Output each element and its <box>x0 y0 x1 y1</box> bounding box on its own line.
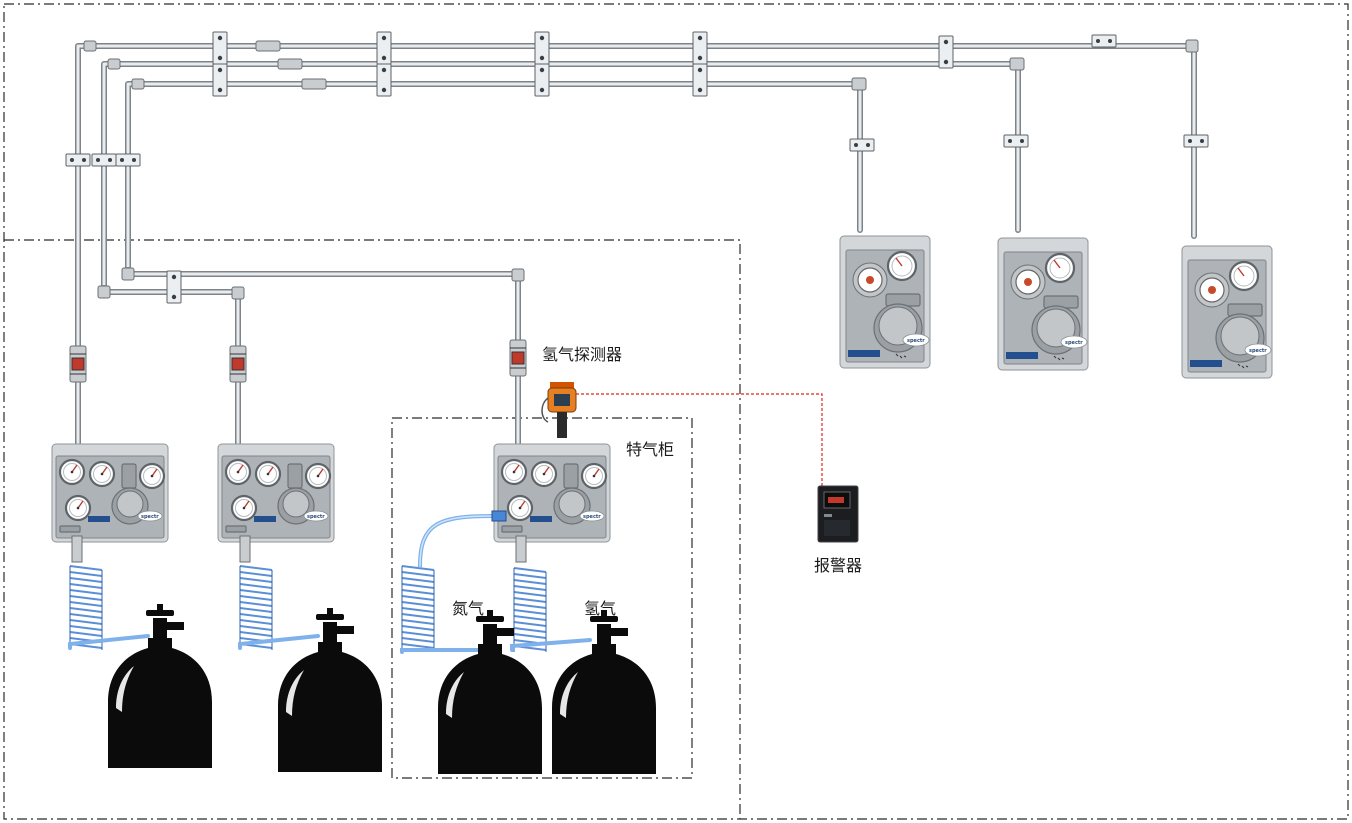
hydrogen-detector-label: 氢气探测器 <box>542 345 622 364</box>
cylinder-2 <box>278 608 382 772</box>
detector-signal-line <box>576 393 823 486</box>
supply-panel-1 <box>52 444 168 542</box>
hydrogen-detector-device <box>541 382 577 438</box>
cylinder-hydrogen <box>552 610 656 774</box>
alarm-device <box>817 485 859 543</box>
point-of-use-panel-3 <box>1180 244 1274 380</box>
branch-pipes <box>101 267 521 451</box>
pipe-fittings <box>83 39 1199 300</box>
coiled-hoses <box>68 510 592 654</box>
alarm-label: 报警器 <box>814 556 862 575</box>
cylinder-1 <box>108 604 212 768</box>
check-valves <box>69 339 527 383</box>
point-of-use-panel-1 <box>838 234 932 370</box>
nitrogen-label: 氮气 <box>452 599 484 618</box>
special-gas-cabinet-label: 特气柜 <box>626 440 674 459</box>
point-of-use-panel-2 <box>996 236 1090 372</box>
hydrogen-label: 氢气 <box>584 599 616 618</box>
special-gas-cabinet-boundary <box>391 417 693 779</box>
supply-panel-2 <box>218 444 334 542</box>
gas-cylinders <box>108 604 656 774</box>
supply-panel-3 <box>494 444 610 542</box>
left-room-boundary <box>4 239 741 819</box>
